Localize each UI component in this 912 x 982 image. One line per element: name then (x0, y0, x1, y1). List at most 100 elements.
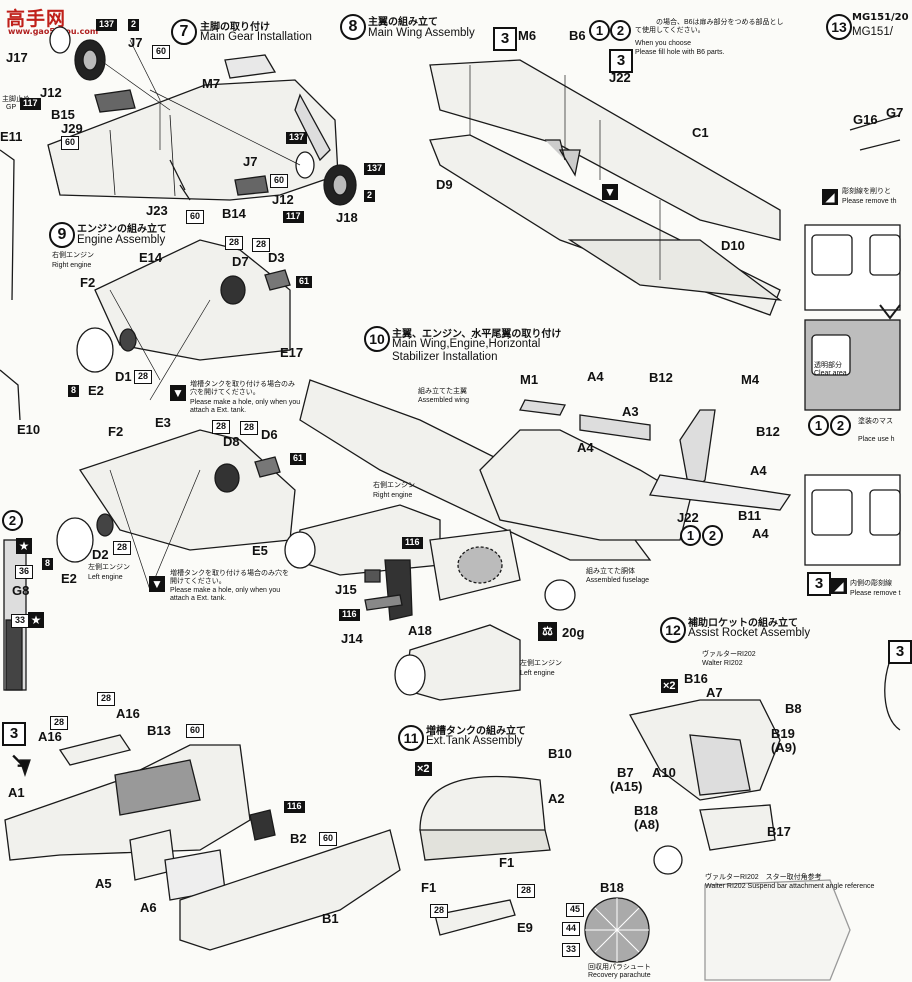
step-10-title-en1: Main Wing,Engine,Horizontal (392, 338, 541, 350)
suspend-bar-jp: ヴァルターRI202 スター取付角参考 (705, 874, 822, 881)
remove-note-jp: 彫刻線を削りと (842, 188, 891, 195)
part-label: D3 (268, 250, 285, 265)
part-label: F1 (421, 880, 437, 895)
paint-code: 137 (364, 163, 386, 175)
sand-icon: ◢ (822, 189, 838, 205)
remove-note-en: Please remove th (842, 198, 897, 205)
step-13-title-jp: MG151/20 (852, 12, 909, 23)
step-7-number: 7 (171, 19, 197, 45)
step-10-title-en2: Stabilizer Installation (392, 351, 498, 363)
part-label: (A8) (634, 817, 660, 832)
part-label: A4 (577, 440, 594, 455)
step-7-title-en: Main Gear Installation (200, 31, 312, 43)
suspend-bar-en: Walter RI202 Suspend bar attachment angl… (705, 883, 875, 890)
step-12-title-en: Assist Rocket Assembly (688, 627, 811, 639)
fill-hole-note-jp: の場合、B6は扉み部分をつめる部品として使用してください。 (635, 19, 784, 35)
part-label: B2 (290, 831, 307, 846)
assembled-wing-jp: 組み立てた主翼 (418, 388, 467, 395)
option-marker: 1 (589, 20, 610, 41)
assembled-wing-en: Assembled wing (418, 397, 469, 404)
weight-value: 20g (562, 625, 585, 640)
part-label: J15 (335, 582, 357, 597)
left-engine-jp: 左側エンジン (88, 564, 130, 571)
paint-code: 117 (20, 98, 41, 110)
left-engine-en: Left engine (88, 574, 123, 581)
part-label: G16 (853, 112, 878, 127)
option-marker: 3 (493, 27, 517, 51)
part-label: E3 (155, 415, 171, 430)
inner-line-note-en: Please remove t (850, 590, 901, 597)
paint-code: 61 (296, 276, 313, 288)
part-label: B16 (684, 671, 708, 686)
clear-area-jp: 透明部分 (814, 362, 842, 369)
part-label: E14 (139, 250, 163, 265)
option-marker: 1 (680, 525, 701, 546)
paint-code: 60 (152, 45, 171, 59)
tank-hole-note-2-en2: attach a Ext. tank. (170, 595, 227, 602)
part-label: M6 (518, 28, 537, 43)
quantity-marker: ×2 (661, 679, 678, 693)
option-marker: 3 (609, 49, 633, 73)
paint-code: 28 (240, 421, 259, 435)
parachute-jp: 回収用パラシュート (588, 964, 651, 971)
part-label: G8 (12, 583, 30, 598)
part-label: B15 (51, 107, 75, 122)
part-label: J22 (609, 70, 631, 85)
option-marker: 1 (808, 415, 829, 436)
sand-icon: ◢ (831, 578, 847, 594)
use-note-en: Place use h (858, 436, 895, 443)
part-label: J7 (243, 154, 258, 169)
part-label: A5 (95, 876, 112, 891)
part-label: M4 (741, 372, 760, 387)
part-label: A4 (752, 526, 769, 541)
option-marker: 2 (830, 415, 851, 436)
part-label: A3 (622, 404, 639, 419)
fill-hole-note-en2: Please fill hole with B6 parts. (635, 49, 725, 56)
part-label: J17 (6, 50, 28, 65)
paint-code: 8 (42, 558, 54, 570)
part-label: D6 (261, 427, 278, 442)
tank-hole-note-2-jp: 増槽タンクを取り付ける場合のみ穴を開けてください。 (170, 570, 289, 586)
step-12-title-jp: 補助ロケットの組み立て (688, 618, 798, 629)
drill-hole-icon: ▼ (602, 184, 618, 200)
gear-note-jp: 主脚止め (2, 96, 30, 103)
paint-code: 61 (290, 453, 307, 465)
part-label: B11 (738, 508, 762, 523)
part-label: B8 (785, 701, 802, 716)
star-icon: ★ (28, 612, 44, 628)
step-9-number: 9 (49, 222, 75, 248)
part-label: E2 (61, 571, 77, 586)
part-label: B12 (756, 424, 780, 439)
option-marker: 3 (807, 572, 831, 596)
part-label: E2 (88, 383, 104, 398)
paint-code: 44 (562, 922, 581, 936)
paint-code: 28 (252, 238, 271, 252)
paint-code: 116 (402, 537, 423, 549)
tank-hole-note-1-en1: Please make a hole, only when you (190, 399, 301, 406)
part-label: A16 (38, 729, 62, 744)
assembled-fuselage-jp: 組み立てた胴体 (586, 568, 635, 575)
part-label: A4 (587, 369, 604, 384)
assembled-fuselage-en: Assembled fuselage (586, 577, 650, 584)
step-10-title-jp: 主翼、エンジン、水平尾翼の取り付け (392, 329, 562, 340)
paint-code: 28 (212, 420, 231, 434)
inner-line-note-jp: 内側の彫刻線 (850, 580, 892, 587)
part-label: F2 (80, 275, 96, 290)
watermark-logo: 高手网 (6, 4, 66, 31)
gear-note-en: GP (6, 104, 17, 111)
part-label: B7 (617, 765, 634, 780)
option-marker: 2 (702, 525, 723, 546)
part-label: B14 (222, 206, 246, 221)
part-label: D2 (92, 547, 109, 562)
part-label: E9 (517, 920, 533, 935)
step-13-title-en: MG151/ (852, 26, 893, 38)
part-label: B18 (634, 803, 658, 818)
step-8-title-en: Main Wing Assembly (368, 27, 475, 39)
part-label: A18 (408, 623, 432, 638)
paint-code: 28 (50, 716, 69, 730)
part-label: F2 (108, 424, 124, 439)
part-label: E17 (280, 345, 304, 360)
left-engine2-jp: 左側エンジン (520, 660, 562, 667)
part-label: B18 (600, 880, 624, 895)
step-8-title-jp: 主翼の組み立て (368, 17, 438, 28)
